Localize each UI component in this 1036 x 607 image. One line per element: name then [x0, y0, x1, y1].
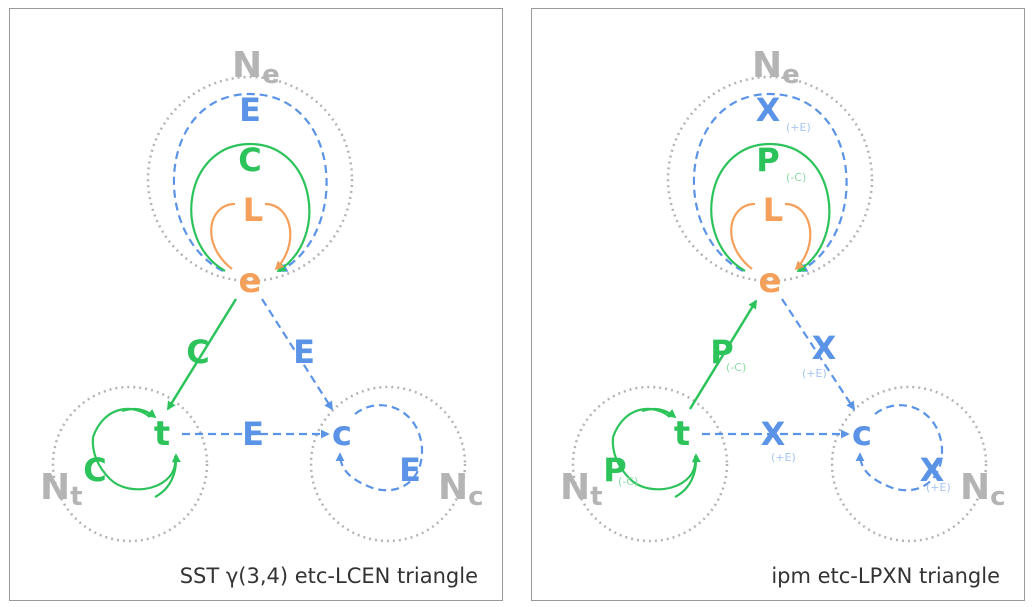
node-c: c: [852, 414, 872, 454]
node-c: c: [332, 414, 352, 454]
ne-neighborhood-circle: [146, 75, 354, 283]
t-loop-green-head2: [674, 453, 701, 498]
e-loop-inner-label: L: [763, 191, 783, 229]
c-loop-label: X: [920, 451, 945, 489]
t-loop-green-head2: [154, 453, 181, 498]
nt-neighborhood-circle: [571, 385, 729, 543]
e-loop-middle-label: C: [238, 141, 261, 179]
e-loop-inner-orange: [210, 202, 292, 269]
edge-t-c-label: E: [242, 415, 264, 453]
edge-e-c-sub: (+E): [802, 367, 827, 380]
edge-t-e-green: [688, 299, 758, 410]
nc-label: Nc: [438, 467, 484, 512]
e-loop-outer-blue: [692, 92, 848, 272]
nt-label: Nt: [40, 467, 83, 512]
t-loop-label: C: [83, 451, 106, 489]
node-t: t: [154, 414, 170, 454]
e-loop-middle-green: [710, 142, 831, 272]
t-loop-sub: (-C): [618, 475, 638, 488]
left-diagram-panel: Ne Nt Nc E C L e t c C E E C E SST γ(3,4…: [9, 8, 503, 601]
node-e: e: [238, 261, 261, 301]
right-diagram: Ne Nt Nc X (+E) P (-C) L e t c P (-C) X …: [560, 45, 1006, 543]
right-caption: ipm etc-LPXN triangle: [771, 564, 1000, 588]
e-loop-outer-label: E: [239, 91, 261, 129]
e-loop-outer-sub: (+E): [786, 121, 811, 134]
nt-neighborhood-circle: [51, 385, 209, 543]
nc-neighborhood-circle: [309, 385, 467, 543]
edge-t-c-label: X: [761, 415, 786, 453]
t-loop-green-head: [641, 407, 677, 419]
t-loop-green-arrow: [91, 436, 111, 480]
node-e: e: [758, 261, 781, 301]
t-loop-green-arrow: [611, 436, 631, 480]
edge-e-c-blue: [261, 298, 333, 411]
c-loop-blue: [335, 404, 424, 492]
e-loop-outer-label: X: [756, 91, 781, 129]
nc-neighborhood-circle: [830, 385, 988, 543]
c-loop-label: E: [399, 451, 421, 489]
left-caption: SST γ(3,4) etc-LCEN triangle: [179, 564, 478, 588]
edge-e-t-green: [166, 298, 238, 411]
e-loop-inner-label: L: [243, 191, 263, 229]
t-loop-green-head: [121, 407, 157, 419]
nc-label: Nc: [960, 467, 1006, 512]
e-loop-middle-green: [190, 142, 311, 272]
edge-t-c-sub: (+E): [771, 451, 796, 464]
t-loop-label: P: [603, 451, 626, 489]
ne-label: Ne: [232, 45, 280, 90]
c-loop-blue: [855, 404, 944, 492]
edge-t-e-sub: (-C): [726, 361, 746, 374]
edge-e-c-label: X: [812, 329, 837, 367]
edge-e-c-label: E: [293, 333, 315, 371]
left-diagram: Ne Nt Nc E C L e t c C E E C E: [40, 45, 484, 543]
edge-t-e-label: P: [710, 333, 733, 371]
ne-label: Ne: [752, 45, 800, 90]
e-loop-outer-blue: [172, 92, 328, 272]
nt-label: Nt: [560, 467, 603, 512]
edge-e-t-label: C: [186, 333, 209, 371]
e-loop-inner-orange: [730, 202, 812, 269]
edge-e-c-blue: [781, 298, 855, 411]
c-loop-sub: (+E): [926, 481, 951, 494]
ne-neighborhood-circle: [666, 75, 874, 283]
node-t: t: [674, 414, 690, 454]
right-diagram-panel: Ne Nt Nc X (+E) P (-C) L e t c P (-C) X …: [531, 8, 1025, 601]
e-loop-middle-label: P: [756, 141, 779, 179]
e-loop-middle-sub: (-C): [786, 171, 806, 184]
